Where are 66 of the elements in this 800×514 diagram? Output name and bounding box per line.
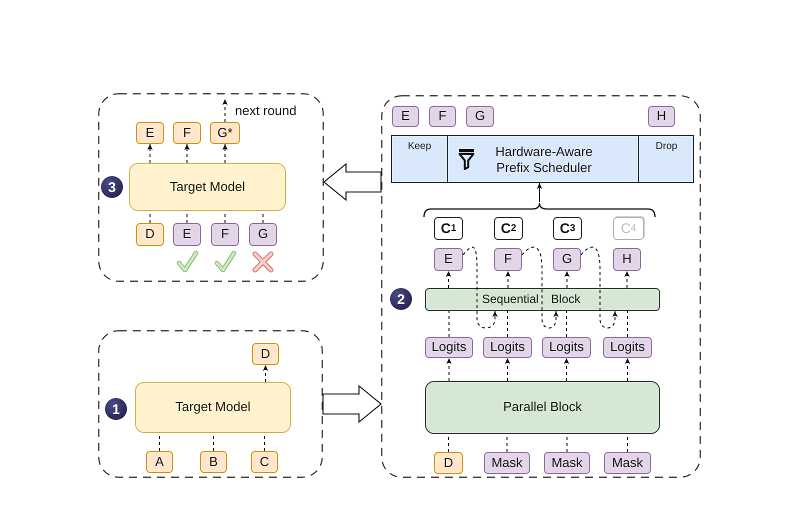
token-box: Logits — [542, 337, 591, 358]
token-box: C — [251, 451, 278, 473]
dashed-panel — [381, 95, 701, 478]
step-badge: 1 — [105, 398, 127, 420]
token-box: F — [211, 223, 239, 246]
model-box: Target Model — [135, 382, 291, 433]
token-box: F — [429, 106, 456, 127]
dashed-panel — [98, 330, 323, 478]
token-box: E — [136, 122, 164, 144]
block-arrow — [323, 162, 382, 202]
token-box: G — [466, 106, 494, 127]
token-box: F — [494, 248, 522, 271]
token-box: G — [553, 248, 581, 271]
block-arrow — [322, 384, 382, 424]
token-box: Mask — [484, 452, 530, 474]
token-box: B — [200, 451, 227, 473]
token-box: G — [249, 223, 277, 246]
scheduler-title: Hardware-Aware Prefix Scheduler — [494, 144, 594, 176]
token-box: Logits — [603, 337, 652, 358]
dashed-arrow — [624, 270, 630, 288]
step-badge: 3 — [101, 176, 123, 198]
dashed-arrow — [462, 246, 498, 328]
process-box: Parallel Block — [425, 381, 660, 434]
dashed-arrow — [262, 364, 268, 382]
token-box: H — [613, 248, 641, 271]
token-box: H — [648, 106, 675, 127]
dashed-arrow — [184, 144, 190, 164]
dashed-line — [448, 310, 450, 338]
arrow — [536, 182, 542, 202]
section-label: Drop — [654, 141, 678, 153]
dashed-arrow — [446, 358, 452, 382]
edge-label: next round — [233, 103, 298, 118]
token-box: D — [434, 452, 463, 474]
token-box: Logits — [425, 337, 473, 358]
dashed-arrow — [624, 358, 630, 382]
token-box: D — [136, 223, 164, 246]
dashed-line — [566, 310, 567, 338]
token-box: Logits — [483, 337, 532, 358]
section-label: Keep — [406, 141, 432, 153]
token-box: E — [173, 223, 201, 246]
dashed-arrow — [505, 270, 511, 288]
scheduler-bar — [391, 135, 694, 183]
dashed-arrow — [522, 246, 559, 328]
dashed-arrow — [504, 358, 510, 382]
token-box: E — [434, 248, 463, 271]
curly-brace — [423, 202, 656, 218]
process-box: Sequential Block — [425, 288, 660, 311]
dashed-line — [507, 310, 508, 338]
token-box: D — [252, 343, 279, 365]
dashed-arrow — [564, 358, 570, 382]
dashed-arrow — [446, 270, 452, 288]
dashed-arrow — [222, 144, 228, 164]
dashed-arrow — [580, 246, 618, 328]
dashed-arrow — [564, 270, 570, 288]
dashed-panel — [98, 93, 324, 282]
token-box: F — [173, 122, 201, 144]
dashed-arrow — [222, 98, 228, 122]
token-box: A — [146, 451, 173, 473]
token-box: E — [392, 106, 419, 127]
dashed-line — [627, 310, 628, 338]
step-badge: 2 — [390, 288, 412, 310]
model-box: Target Model — [129, 163, 286, 211]
token-box: Mask — [604, 452, 651, 474]
token-box: G* — [210, 122, 240, 144]
token-box: Mask — [544, 452, 590, 474]
dashed-arrow — [147, 144, 153, 164]
